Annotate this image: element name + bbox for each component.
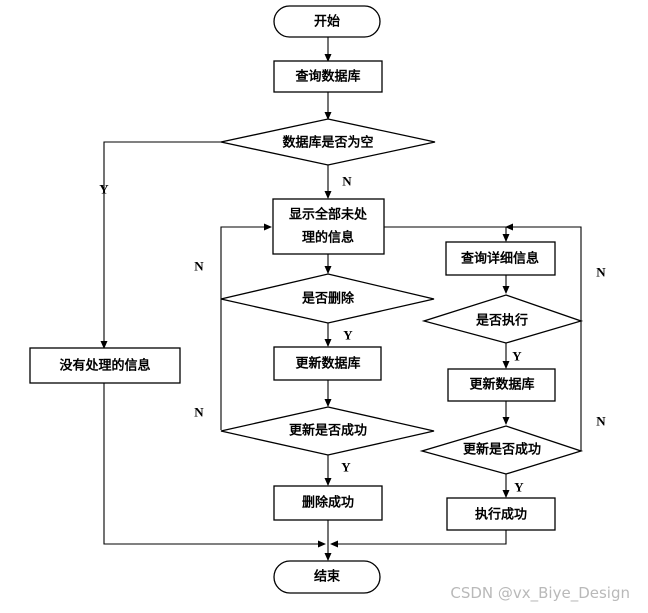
label-update-right-no: N [596, 414, 606, 429]
watermark-text: CSDN @vx_Biye_Design [450, 584, 630, 603]
no-info-label: 没有处理的信息 [59, 358, 150, 374]
node-query-db: 查询数据库 [273, 60, 383, 93]
node-update-db-right: 更新数据库 [447, 368, 556, 402]
connectors [100, 37, 582, 561]
delete-check-diamond [220, 273, 435, 324]
execute-ok-label: 执行成功 [475, 507, 527, 523]
node-execute-check: 是否执行 [421, 294, 584, 344]
node-no-info: 没有处理的信息 [29, 347, 181, 384]
update-db-right-label: 更新数据库 [469, 377, 534, 393]
delete-ok-box [273, 485, 383, 521]
label-delete-yes: Y [343, 328, 353, 343]
node-execute-ok: 执行成功 [446, 497, 556, 531]
node-db-empty-check: 数据库是否为空 [220, 118, 436, 166]
query-db-label: 查询数据库 [294, 69, 360, 85]
db-empty-diamond [220, 118, 436, 166]
edge-execute-no-loop [505, 223, 582, 321]
edge-delete-no-loop [220, 223, 272, 299]
update-ok-right-label: 更新是否成功 [463, 442, 541, 458]
query-db-box [273, 60, 383, 93]
db-empty-label: 数据库是否为空 [282, 135, 373, 151]
edge-no-info-to-end [103, 383, 326, 548]
label-execute-no: N [596, 265, 606, 280]
start-label: 开始 [314, 14, 340, 30]
edge-empty-yes [100, 141, 221, 349]
query-detail-label: 查询详细信息 [460, 251, 539, 267]
node-update-db-left: 更新数据库 [273, 346, 382, 381]
label-update-left-yes: Y [341, 460, 351, 475]
execute-check-diamond [421, 294, 584, 344]
node-start: 开始 [273, 5, 381, 38]
node-update-ok-right: 更新是否成功 [419, 425, 584, 475]
query-detail-box [445, 241, 556, 276]
label-update-left-no: N [194, 405, 204, 420]
update-ok-left-label: 更新是否成功 [289, 423, 367, 439]
show-all-label-line2: 理的信息 [302, 230, 354, 246]
node-query-detail: 查询详细信息 [445, 241, 556, 276]
label-delete-no: N [194, 259, 204, 274]
end-label: 结束 [314, 569, 341, 585]
execute-check-label: 是否执行 [475, 313, 528, 329]
end-terminal [273, 560, 381, 594]
node-delete-check: 是否删除 [220, 273, 435, 324]
update-ok-left-diamond [220, 406, 435, 456]
edge-labels: Y N Y N Y N Y N Y N [99, 174, 606, 495]
update-ok-right-diamond [419, 425, 584, 475]
node-show-all: 显示全部未处 理的信息 [272, 198, 385, 255]
label-empty-no: N [342, 174, 352, 189]
node-end: 结束 [273, 560, 381, 594]
node-delete-ok: 删除成功 [273, 485, 383, 521]
delete-check-label: 是否删除 [301, 291, 355, 307]
edge-execute-ok-to-end [330, 530, 507, 548]
update-db-left-label: 更新数据库 [295, 356, 360, 372]
update-db-left-box [273, 346, 382, 381]
show-all-box [272, 198, 385, 255]
no-info-box [29, 347, 181, 384]
label-empty-yes: Y [99, 182, 109, 197]
delete-ok-label: 删除成功 [302, 495, 354, 511]
start-terminal [273, 5, 381, 38]
show-all-label-line1: 显示全部未处 [289, 207, 368, 223]
update-db-right-box [447, 368, 556, 402]
execute-ok-box [446, 497, 556, 531]
label-execute-yes: Y [512, 349, 522, 364]
label-update-right-yes: Y [514, 480, 524, 495]
node-update-ok-left: 更新是否成功 [220, 406, 435, 456]
